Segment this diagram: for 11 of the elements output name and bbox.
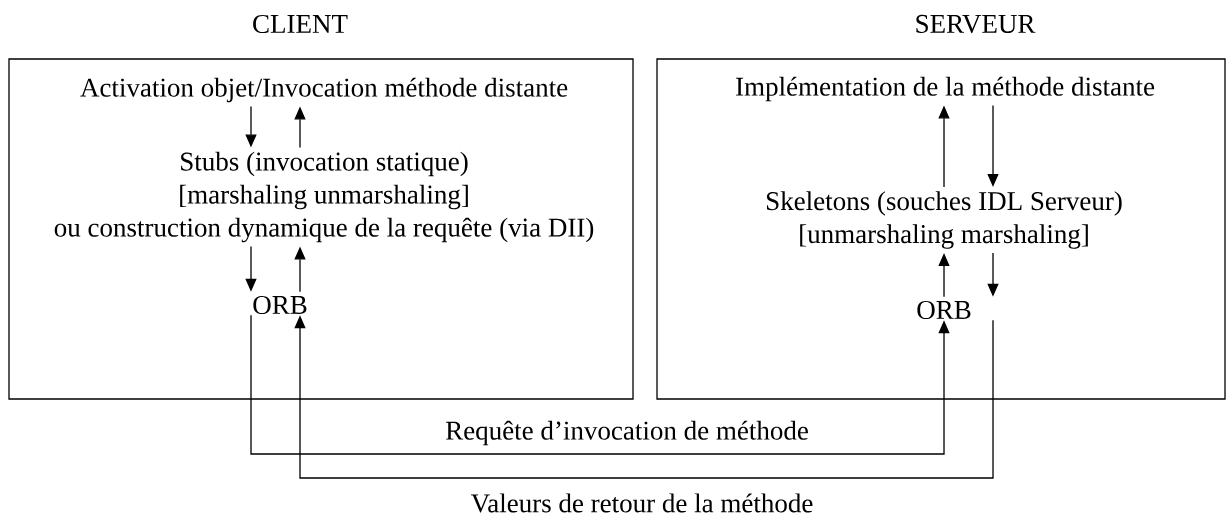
edge-label: Valeurs de retour de la méthode [469,492,815,514]
connector-arrow [250,314,950,455]
layer-label: Activation objet/Invocation méthode distante [80,77,568,103]
layer-label: ORB [253,295,307,315]
layer-label: Skeletons (souches IDL Serveur) [unmarshaling marshaling] [767,191,1122,249]
layer-label: Implémentation de la méthode distante [736,76,1155,102]
layer-label: ORB [917,300,971,320]
panel-heading: CLIENT [253,14,348,34]
panel-heading: SERVEUR [916,14,1036,34]
layer-label: Stubs (invocation statique) [marshaling unmarshaling] ou construction dynamique de la requête (via DII) [54,151,594,243]
edge-label: Requête d’invocation de méthode [444,419,810,447]
